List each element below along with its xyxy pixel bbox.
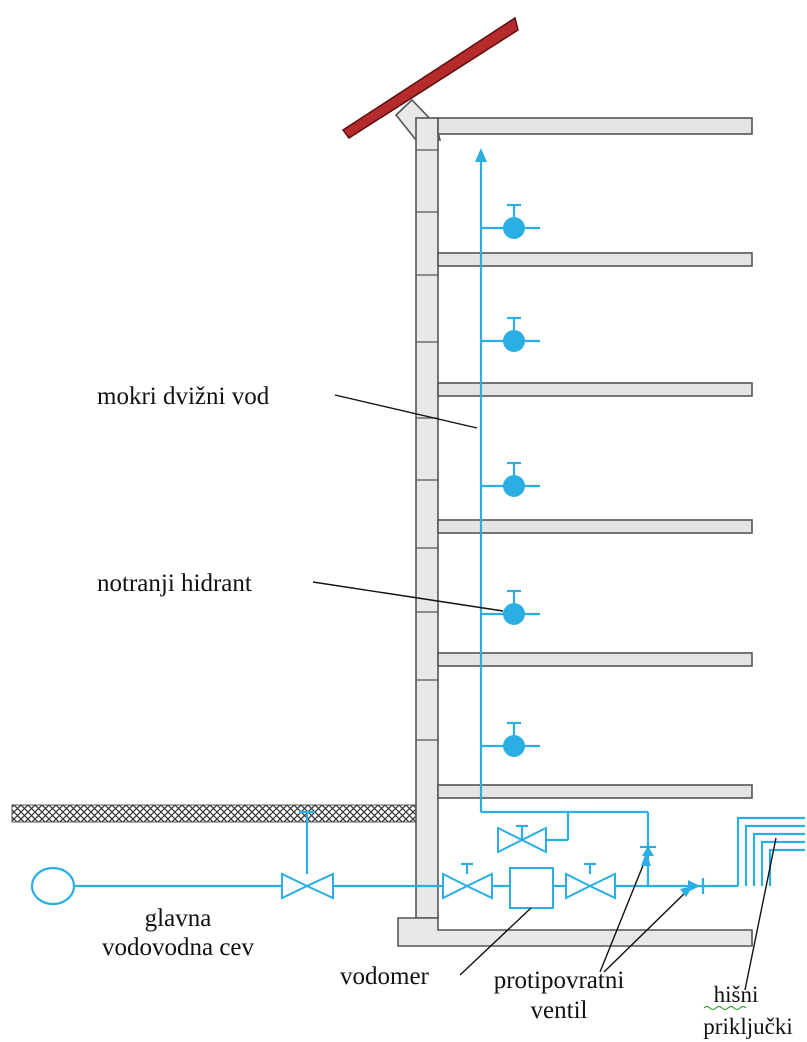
slab-floor-1 — [437, 784, 753, 799]
leader-house-conn — [744, 837, 777, 991]
leader-lines — [312, 394, 777, 991]
meter-inlet-valve-icon — [442, 862, 493, 900]
spellcheck-underline — [703, 1005, 747, 1011]
slab-roof — [437, 117, 753, 135]
leader-arrow-icon — [680, 886, 693, 897]
leader-check-valve-a — [599, 857, 647, 973]
hydrant — [481, 589, 540, 625]
floor-slabs — [437, 117, 753, 799]
slab-floor-2 — [437, 652, 753, 667]
hydrant — [481, 461, 540, 497]
slab-floor-3 — [437, 519, 753, 534]
label-main-pipe-2: vodovodna cev — [102, 934, 255, 961]
main-supply-pipe — [30, 810, 738, 906]
ground-hatch — [11, 804, 418, 823]
water-meter-icon — [509, 867, 554, 909]
building-wall — [415, 117, 439, 919]
label-house-conn-2: priključki — [703, 1014, 792, 1039]
hydrant — [481, 203, 540, 239]
roof — [341, 16, 519, 140]
riser-arrow-icon — [475, 148, 487, 162]
label-main-pipe-1: glavna — [145, 905, 212, 932]
leader-riser — [334, 394, 478, 429]
leader-check-valve-b — [603, 889, 689, 973]
label-check-valve-2: ventil — [531, 997, 588, 1024]
street-valve-icon — [281, 872, 334, 900]
meter-outlet-valve-icon — [565, 862, 616, 900]
label-internal-hydrant: notranji hidrant — [97, 570, 252, 597]
label-wet-riser: mokri dvižni vod — [97, 383, 270, 410]
check-valve-vertical-icon — [640, 845, 656, 856]
leader-meter — [459, 907, 532, 976]
hydrant-icon — [503, 603, 525, 625]
label-water-meter: vodomer — [340, 963, 430, 990]
hydrant-icon — [503, 735, 525, 757]
footing — [397, 917, 753, 947]
house-connections — [736, 816, 805, 886]
hydrant — [481, 721, 540, 757]
hydrant-icon — [503, 217, 525, 239]
label-house-conn-1: hišni — [714, 982, 759, 1007]
hydrant-icon — [503, 475, 525, 497]
leader-hydrant — [312, 581, 504, 612]
label-check-valve-1: protipovratni — [494, 967, 625, 994]
hydrant-icon — [503, 330, 525, 352]
hydrant — [481, 316, 540, 352]
bypass-valve-icon — [497, 824, 547, 854]
water-main-icon — [30, 866, 76, 906]
slab-floor-5 — [437, 252, 753, 267]
slab-floor-4 — [437, 382, 753, 397]
leader-arrow-icon — [641, 852, 651, 866]
